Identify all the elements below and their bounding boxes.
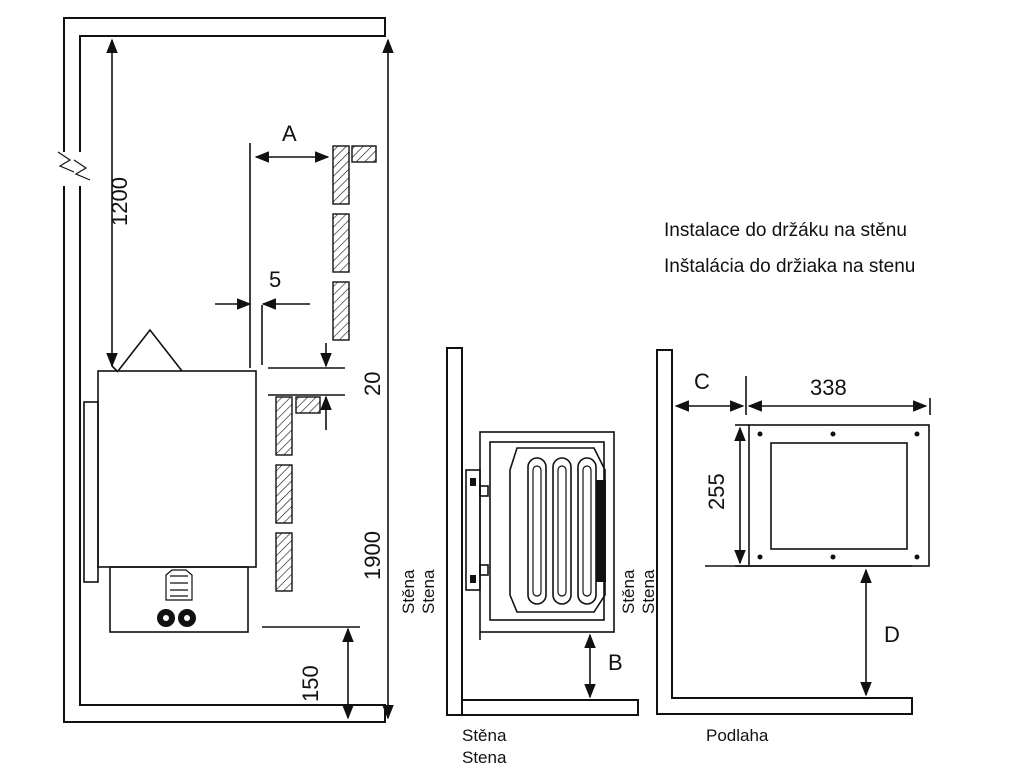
dim-label-1200: 1200 bbox=[107, 177, 132, 226]
corner-wall-outline bbox=[446, 347, 639, 716]
heater-top-housing bbox=[509, 447, 606, 613]
bracket-frame-inner bbox=[770, 442, 908, 550]
wall-label-cz-left: Stěna bbox=[399, 569, 418, 614]
heater-top-cap bbox=[117, 328, 183, 372]
stone-block bbox=[295, 396, 321, 414]
heater-top-frame-inner bbox=[489, 441, 605, 621]
stone-block bbox=[275, 464, 293, 524]
dim-label-A: A bbox=[282, 121, 297, 146]
title-line-cz: Instalace do držáku na stěnu bbox=[664, 220, 907, 241]
dim-label-1900: 1900 bbox=[360, 531, 385, 580]
dim-label-338: 338 bbox=[810, 375, 847, 400]
dim-label-5: 5 bbox=[269, 267, 281, 292]
heating-element bbox=[527, 457, 547, 605]
stone-block bbox=[332, 145, 350, 205]
floor-label: Podlaha bbox=[706, 726, 769, 745]
bracket-frame-outer bbox=[748, 424, 930, 567]
heating-element bbox=[552, 457, 572, 605]
wall-label-cz-inner: Stěna bbox=[619, 569, 638, 614]
stone-block bbox=[275, 396, 293, 456]
left-wall-outline bbox=[63, 17, 386, 152]
stone-block bbox=[351, 145, 377, 163]
mount-hole bbox=[914, 554, 920, 560]
dim-label-B: B bbox=[608, 650, 623, 675]
wall-label-cz-bottom: Stěna bbox=[462, 726, 507, 745]
dim-label-255: 255 bbox=[704, 473, 729, 510]
heater-control-box bbox=[109, 566, 249, 633]
side-elevation-view: 1200 A 5 20 bbox=[57, 17, 394, 723]
wall-label-sk-bottom: Stena bbox=[462, 748, 507, 767]
top-view: B Stěna Stena Stěna Stena Stěna Stena bbox=[399, 347, 658, 767]
wall-bracket bbox=[465, 469, 481, 591]
bracket-view: Instalace do držáku na stěnu Inštalácia … bbox=[656, 220, 931, 745]
title-line-sk: Inštalácia do držiaka na stenu bbox=[664, 256, 915, 277]
heater-body bbox=[97, 370, 257, 568]
mount-hole bbox=[830, 554, 836, 560]
dim-label-20: 20 bbox=[360, 372, 385, 396]
wall-label-sk-inner: Stena bbox=[639, 569, 658, 614]
stone-block bbox=[332, 281, 350, 341]
dim-label-D: D bbox=[884, 622, 900, 647]
mount-hole bbox=[830, 431, 836, 437]
dim-label-150: 150 bbox=[298, 665, 323, 702]
wall-label-sk-left: Stena bbox=[419, 569, 438, 614]
stone-block bbox=[275, 532, 293, 592]
dim-label-C: C bbox=[694, 369, 710, 394]
mount-hole bbox=[914, 431, 920, 437]
heating-element bbox=[577, 457, 597, 605]
bracket-wall-outline bbox=[656, 349, 913, 715]
mount-hole bbox=[757, 431, 763, 437]
mount-hole bbox=[757, 554, 763, 560]
wall-break-mark bbox=[57, 151, 75, 173]
stone-block bbox=[332, 213, 350, 273]
